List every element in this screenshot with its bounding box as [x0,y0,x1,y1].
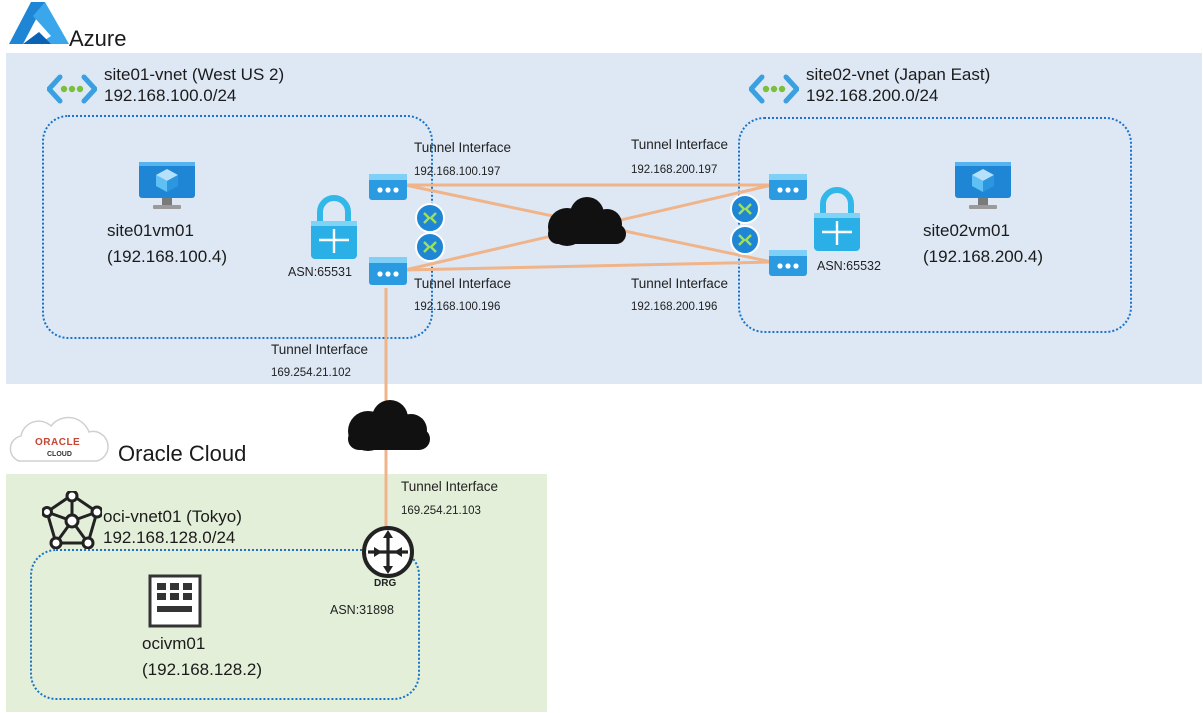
public-ip-icon [369,174,407,200]
connection-icon [730,225,760,255]
site01-vm-ip: (192.168.100.4) [107,247,228,266]
tunnel-ip-site01-b: 192.168.100.196 [414,301,501,313]
connection-icon [415,203,445,233]
oracle-cloud-icon [9,416,109,462]
oracle-logo-subtext: CLOUD [47,451,72,458]
tunnel-ip-site02-b: 192.168.200.196 [631,301,718,313]
tunnel-ip-azure-oci: 169.254.21.102 [271,367,351,379]
azure-logo-icon [9,2,69,44]
azure-title: Azure [69,26,127,51]
site02-vnet-name: site02-vnet (Japan East) [806,65,991,84]
tunnel-label: Tunnel Interface [414,276,512,291]
drg-asn: ASN:31898 [330,603,394,617]
tunnel-label: Tunnel Interface [414,140,512,155]
tunnel-label: Tunnel Interface [271,342,369,357]
public-ip-icon [769,250,807,276]
oci-vnet-name: oci-vnet01 (Tokyo) [103,507,242,526]
site01-asn: ASN:65531 [288,265,352,279]
oci-vm-ip: (192.168.128.2) [142,660,263,679]
oci-vnet-boundary [30,549,420,700]
vnet-icon [749,74,799,104]
vcn-icon [42,491,102,549]
site02-vm-name: site02vm01 [923,221,1010,240]
internet-cloud-icon [348,400,430,451]
tunnel-line-b-b [404,260,773,272]
connection-icon [730,194,760,224]
vpn-gateway-icon [311,195,357,259]
internet-cloud-icon [548,197,626,246]
site01-vnet-cidr: 192.168.100.0/24 [104,86,237,105]
compute-instance-icon [148,574,202,628]
oci-vnet-cidr: 192.168.128.0/24 [103,528,236,547]
site02-vnet-cidr: 192.168.200.0/24 [806,86,939,105]
tunnel-label: Tunnel Interface [631,276,729,291]
public-ip-icon [769,174,807,200]
oci-vm-name: ocivm01 [142,634,206,653]
drg-label: DRG [374,578,397,589]
virtual-machine-icon [955,162,1011,209]
tunnel-label: Tunnel Interface [631,137,729,152]
tunnel-ip-oci-azure: 169.254.21.103 [401,505,481,517]
site02-vm-ip: (192.168.200.4) [923,247,1044,266]
oracle-logo-text: ORACLE [35,437,81,448]
connection-icon [415,232,445,262]
site02-asn: ASN:65532 [817,259,881,273]
tunnel-ip-site01-a: 192.168.100.197 [414,166,501,178]
oracle-cloud-logo: ORACLE CLOUD [5,413,111,469]
public-ip-icon [369,257,407,285]
vnet-icon [47,74,97,104]
tunnel-label: Tunnel Interface [401,479,499,494]
tunnel-ip-site02-a: 192.168.200.197 [631,164,718,176]
site01-vnet-name: site01-vnet (West US 2) [104,65,285,84]
vpn-gateway-icon [814,187,860,251]
oracle-title: Oracle Cloud [118,441,247,466]
site02-vnet-boundary [738,117,1132,333]
virtual-machine-icon [139,162,195,209]
site01-vm-name: site01vm01 [107,221,194,240]
drg-router-icon [362,526,414,578]
